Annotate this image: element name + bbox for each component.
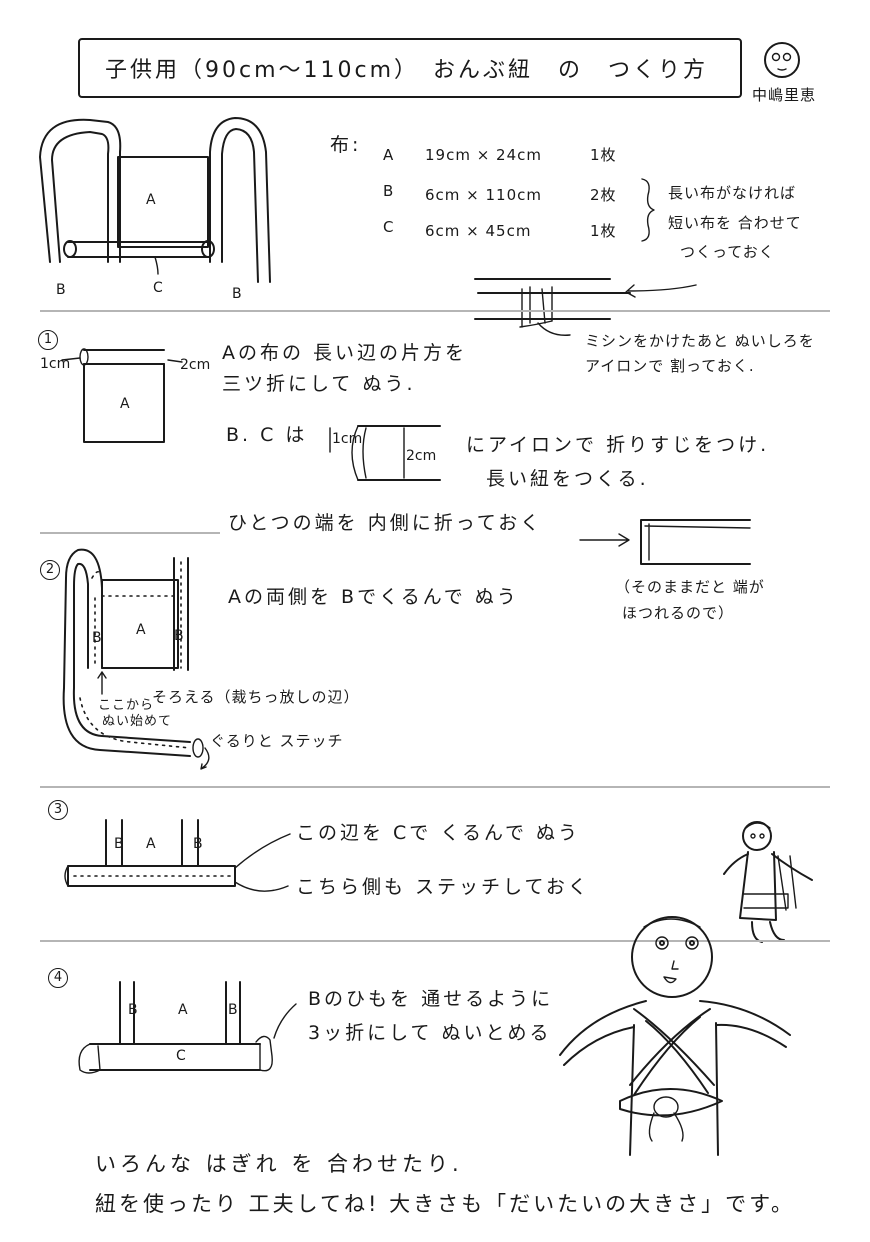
step4-label-a: A xyxy=(178,1002,188,1018)
title-frame xyxy=(78,38,742,98)
step1-folded-end-diagram xyxy=(579,519,751,565)
step4-diagram xyxy=(78,981,297,1074)
step4-text-line2: 3ッ折にして ぬいとめる xyxy=(308,1022,552,1044)
seam-note-line1: ミシンをかけたあと ぬいしろを xyxy=(585,332,815,350)
section-divider-2 xyxy=(40,532,220,534)
step2-align-note: そろえる（裁ちっ放しの辺） xyxy=(152,688,360,706)
material-c-id: C xyxy=(383,218,395,236)
step2-diagram xyxy=(62,548,210,770)
step3-label-b-left: B xyxy=(114,836,124,852)
material-b-qty: 2枚 xyxy=(590,186,617,204)
step4-label-b-left: B xyxy=(128,1002,138,1018)
section-divider-1 xyxy=(40,310,830,312)
step3-number: 3 xyxy=(48,800,68,820)
overview-label-a: A xyxy=(146,192,156,208)
step3-label-b-right: B xyxy=(193,836,203,852)
material-b-id: B xyxy=(383,182,395,200)
step2-text: Aの両側を Bでくるんで ぬう xyxy=(228,586,519,608)
overview-diagram xyxy=(39,117,271,283)
material-b-size: 6cm × 110cm xyxy=(425,186,542,204)
step1-number: 1 xyxy=(38,330,58,350)
step1-bc-text-line1: にアイロンで 折りすじをつけ. xyxy=(466,434,770,456)
overview-label-b-left: B xyxy=(56,282,66,298)
overview-label-c: C xyxy=(153,280,163,296)
material-note-line3: つくっておく xyxy=(680,243,775,261)
seam-note-line2: アイロンで 割っておく. xyxy=(585,357,755,375)
step1-dim-small: 1cm xyxy=(332,431,363,447)
section-divider-4 xyxy=(40,940,830,942)
seam-diagram xyxy=(474,278,697,336)
overview-label-b-right: B xyxy=(232,286,242,302)
step1-fold-diagram xyxy=(329,425,441,481)
footer-line1: いろんな はぎれ を 合わせたり. xyxy=(95,1152,463,1176)
step4-label-b-right: B xyxy=(228,1002,238,1018)
material-c-qty: 1枚 xyxy=(590,222,617,240)
step2-number: 2 xyxy=(40,560,60,580)
step1-bc-text-line2: 長い紐をつくる. xyxy=(486,468,649,490)
step2-label-b-right: B xyxy=(174,628,184,644)
step4-label-c: C xyxy=(176,1048,186,1064)
step4-text-line1: Bのひもを 通せるように xyxy=(308,988,554,1010)
step3-diagram xyxy=(64,819,291,892)
step1-dim-right: 2cm xyxy=(180,357,211,373)
page-title: 子供用（90cm〜110cm） おんぶ紐 の つくり方 xyxy=(105,58,709,83)
step1-text-line1: Aの布の 長い辺の片方を xyxy=(222,342,468,364)
material-a-id: A xyxy=(383,146,395,164)
step1-end-note-line1: （そのままだと 端が xyxy=(615,578,765,596)
step1-label-a: A xyxy=(120,396,130,412)
step2-stitch-note: ぐるりと ステッチ xyxy=(210,732,344,750)
step1-dim-left: 1cm xyxy=(40,356,71,372)
step1-fabric-a-diagram xyxy=(61,348,183,443)
step4-number: 4 xyxy=(48,968,68,988)
step1-dim-tall: 2cm xyxy=(406,448,437,464)
material-note-line2: 短い布を 合わせて xyxy=(668,214,802,232)
material-c-size: 6cm × 45cm xyxy=(425,222,532,240)
step2-label-b-left: B xyxy=(92,630,102,646)
section-divider-3 xyxy=(40,786,830,788)
materials-label: 布: xyxy=(330,134,362,156)
author-name: 中嶋里恵 xyxy=(752,86,817,104)
step1-bc-label: B. C は xyxy=(226,424,308,446)
step1-end-note-line2: ほつれるので） xyxy=(622,604,735,622)
step2-start-line2: ぬい始めて xyxy=(102,714,173,729)
material-note-line1: 長い布がなければ xyxy=(668,184,797,202)
step3-label-a: A xyxy=(146,836,156,852)
step2-start-line1: ここから xyxy=(98,698,155,713)
small-child-illustration xyxy=(723,821,813,943)
step3-text1: この辺を Cで くるんで ぬう xyxy=(296,822,581,844)
author-face-icon xyxy=(764,42,800,78)
large-child-illustration xyxy=(559,916,791,1156)
step2-label-a: A xyxy=(136,622,146,638)
footer-line2: 紐を使ったり 工夫してね! 大きさも「だいたいの大きさ」です。 xyxy=(95,1192,796,1216)
material-a-qty: 1枚 xyxy=(590,146,617,164)
step3-text2: こちら側も ステッチしておく xyxy=(296,876,590,898)
step1-text-line2: 三ツ折にして ぬう. xyxy=(222,373,416,395)
brace-icon xyxy=(641,178,655,242)
step1-end-text: ひとつの端を 内側に折っておく xyxy=(228,512,543,534)
material-a-size: 19cm × 24cm xyxy=(425,146,542,164)
